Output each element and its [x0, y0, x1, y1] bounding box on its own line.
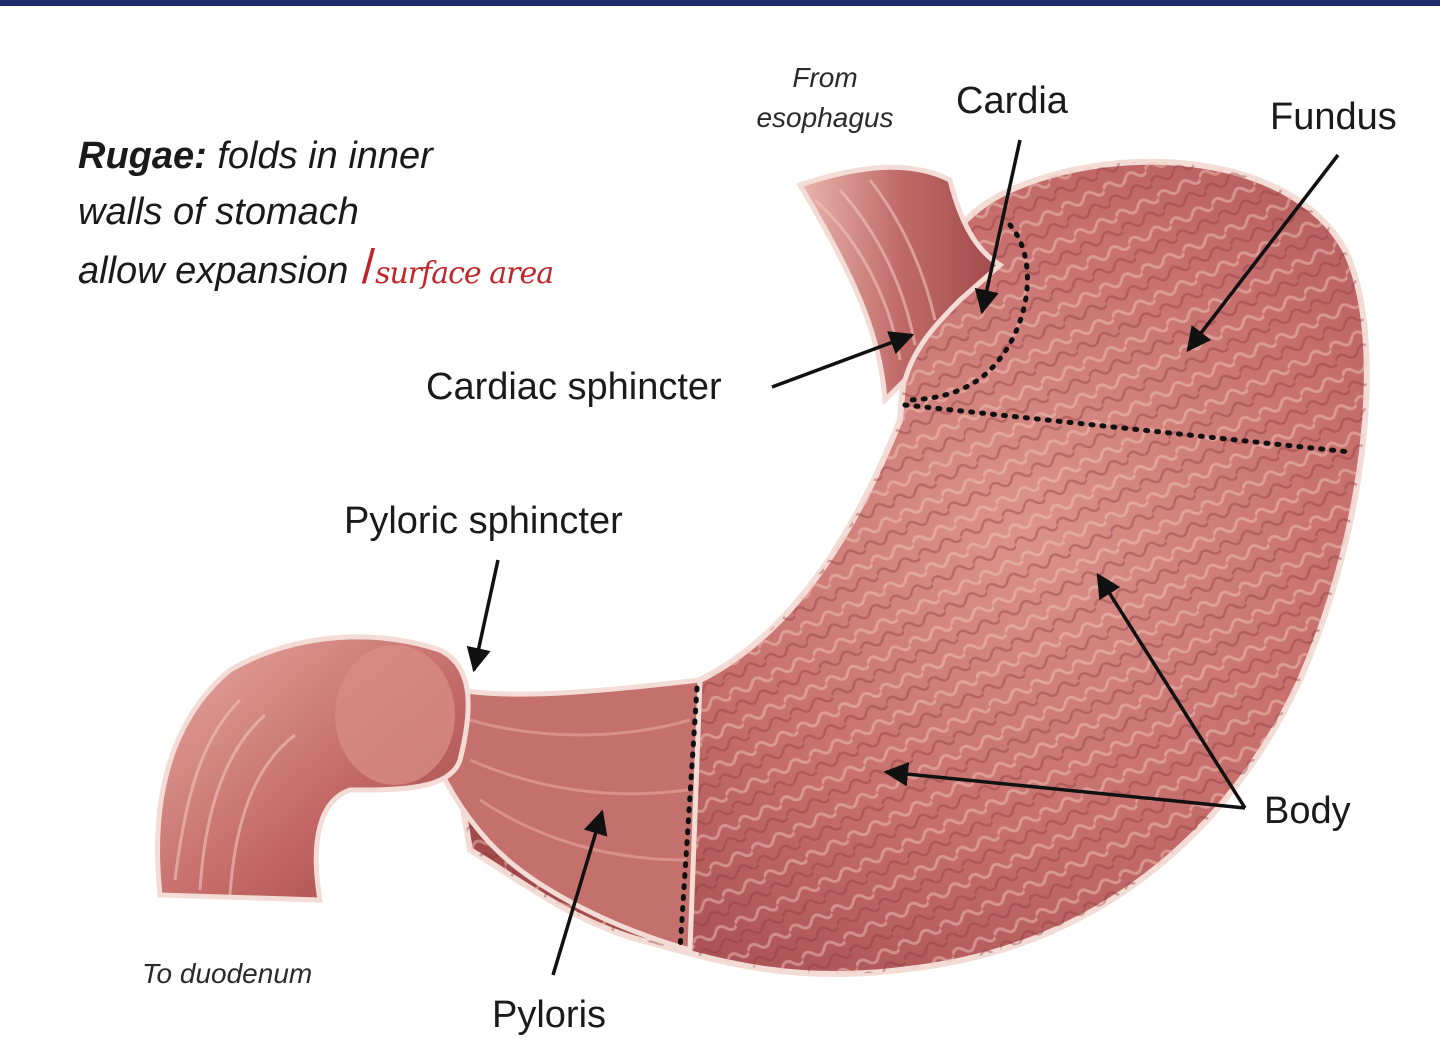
rugae-note-line-2: walls of stomach [78, 191, 359, 233]
fundus-arrow [1186, 153, 1340, 352]
pyloris-arrow [551, 809, 608, 976]
slash-mark: / [348, 241, 376, 294]
pyloric-sphincter-label: Pyloric sphincter [344, 500, 623, 542]
handwritten-annotation: surface area [375, 256, 554, 291]
cardia-arrow [974, 139, 1022, 315]
pyloric-sphincter-arrow [466, 559, 500, 673]
rugae-note: Rugae: folds in inner walls of stomach a… [78, 128, 554, 302]
pylorus-shape [437, 677, 703, 954]
cardiac-sphincter-label: Cardiac sphincter [426, 366, 722, 408]
cardia-label: Cardia [956, 80, 1068, 122]
body-arrow-lower [883, 762, 1246, 810]
fundus-label: Fundus [1270, 96, 1397, 138]
from-esophagus-label: From esophagus [756, 62, 894, 133]
body-label: Body [1264, 790, 1351, 832]
pyloris-label: Pyloris [492, 994, 607, 1036]
rugae-note-line-3: allow expansion /surface area [78, 241, 554, 294]
body-arrow-upper [1096, 572, 1247, 809]
to-duodenum-label: To duodenum [142, 958, 313, 989]
esophagus-shape [796, 164, 1005, 406]
top-bar [0, 0, 1440, 6]
rugae-term: Rugae: [78, 135, 207, 177]
rugae-note-line-1: Rugae: folds in inner [78, 135, 433, 177]
cardiac-sphincter-arrow [771, 331, 915, 389]
